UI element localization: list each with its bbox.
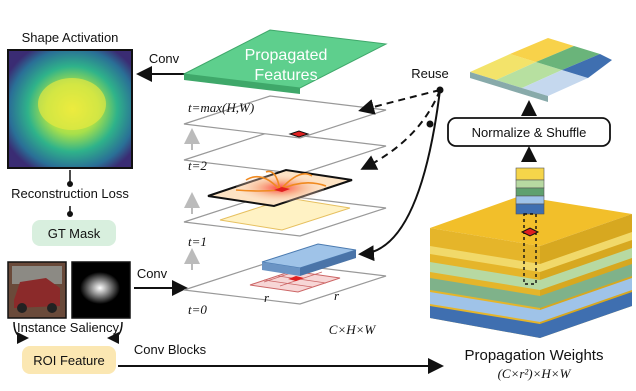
car-background	[12, 266, 62, 284]
plane-tmax	[183, 95, 387, 139]
solid-arrow-t1	[358, 89, 441, 262]
weights-column	[515, 167, 545, 285]
gt-mask-label: GT Mask	[48, 226, 101, 241]
propagated-plane-edge	[184, 74, 300, 94]
kernel-front	[300, 250, 356, 276]
timestep-tmax: t=max(H,W)	[188, 100, 254, 115]
plane-t2	[183, 131, 387, 175]
kernel-side	[262, 262, 300, 276]
dashed-arrow-t2	[360, 89, 441, 170]
curve-arrow-left	[13, 321, 29, 344]
gt-mask-box	[32, 220, 116, 246]
saliency-blob	[80, 272, 120, 304]
center-pixel-tmax	[288, 130, 310, 138]
burst-rays	[235, 170, 327, 192]
conv-mid-label: Conv	[137, 266, 168, 281]
propagated-line2: Features	[254, 67, 317, 84]
dims-label: C×H×W	[329, 322, 377, 337]
center-pixel-weights	[520, 227, 540, 237]
grid-r-left: r	[264, 290, 270, 305]
prop-weights-title: Propagation Weights	[465, 347, 604, 364]
timestep-t2: t=2	[188, 158, 207, 173]
timestep-t1: t=1	[188, 234, 207, 249]
conv-top-label: Conv	[149, 51, 180, 66]
car-wheel-right	[47, 303, 57, 313]
roi-feature-label: ROI Feature	[33, 353, 105, 368]
center-pixel-burst	[274, 187, 290, 192]
propagation-weights-block	[430, 196, 632, 338]
connector-dot-top	[67, 181, 73, 187]
reuse-dot-mid	[426, 120, 434, 128]
reuse-label: Reuse	[411, 66, 449, 81]
dashed-arrow-tmax	[358, 89, 441, 115]
roi-feature-box	[22, 346, 116, 374]
grid-line-2	[277, 275, 327, 284]
normalize-shuffle-label: Normalize & Shuffle	[472, 125, 587, 140]
heatmap-hotspot	[38, 78, 106, 130]
conv-blocks-label: Conv Blocks	[134, 342, 207, 357]
curve-arrow-right	[107, 321, 123, 344]
shuffled-kernel	[470, 38, 612, 102]
prop-weights-dims: (C×r²)×H×W	[498, 366, 572, 381]
grid-r-right: r	[334, 288, 340, 303]
instance-saliency-label: Instance Saliency	[17, 320, 119, 335]
grid-3x3	[249, 270, 341, 293]
shape-activation-title: Shape Activation	[22, 30, 119, 45]
center-pixel-t0	[288, 276, 304, 281]
car-wheel-left	[17, 303, 27, 313]
car-body	[14, 278, 60, 308]
propagated-line1: Propagated	[245, 47, 328, 64]
timestep-t0: t=0	[188, 302, 207, 317]
connector-dot-bottom	[67, 211, 73, 217]
reconstruction-loss-label: Reconstruction Loss	[11, 186, 129, 201]
